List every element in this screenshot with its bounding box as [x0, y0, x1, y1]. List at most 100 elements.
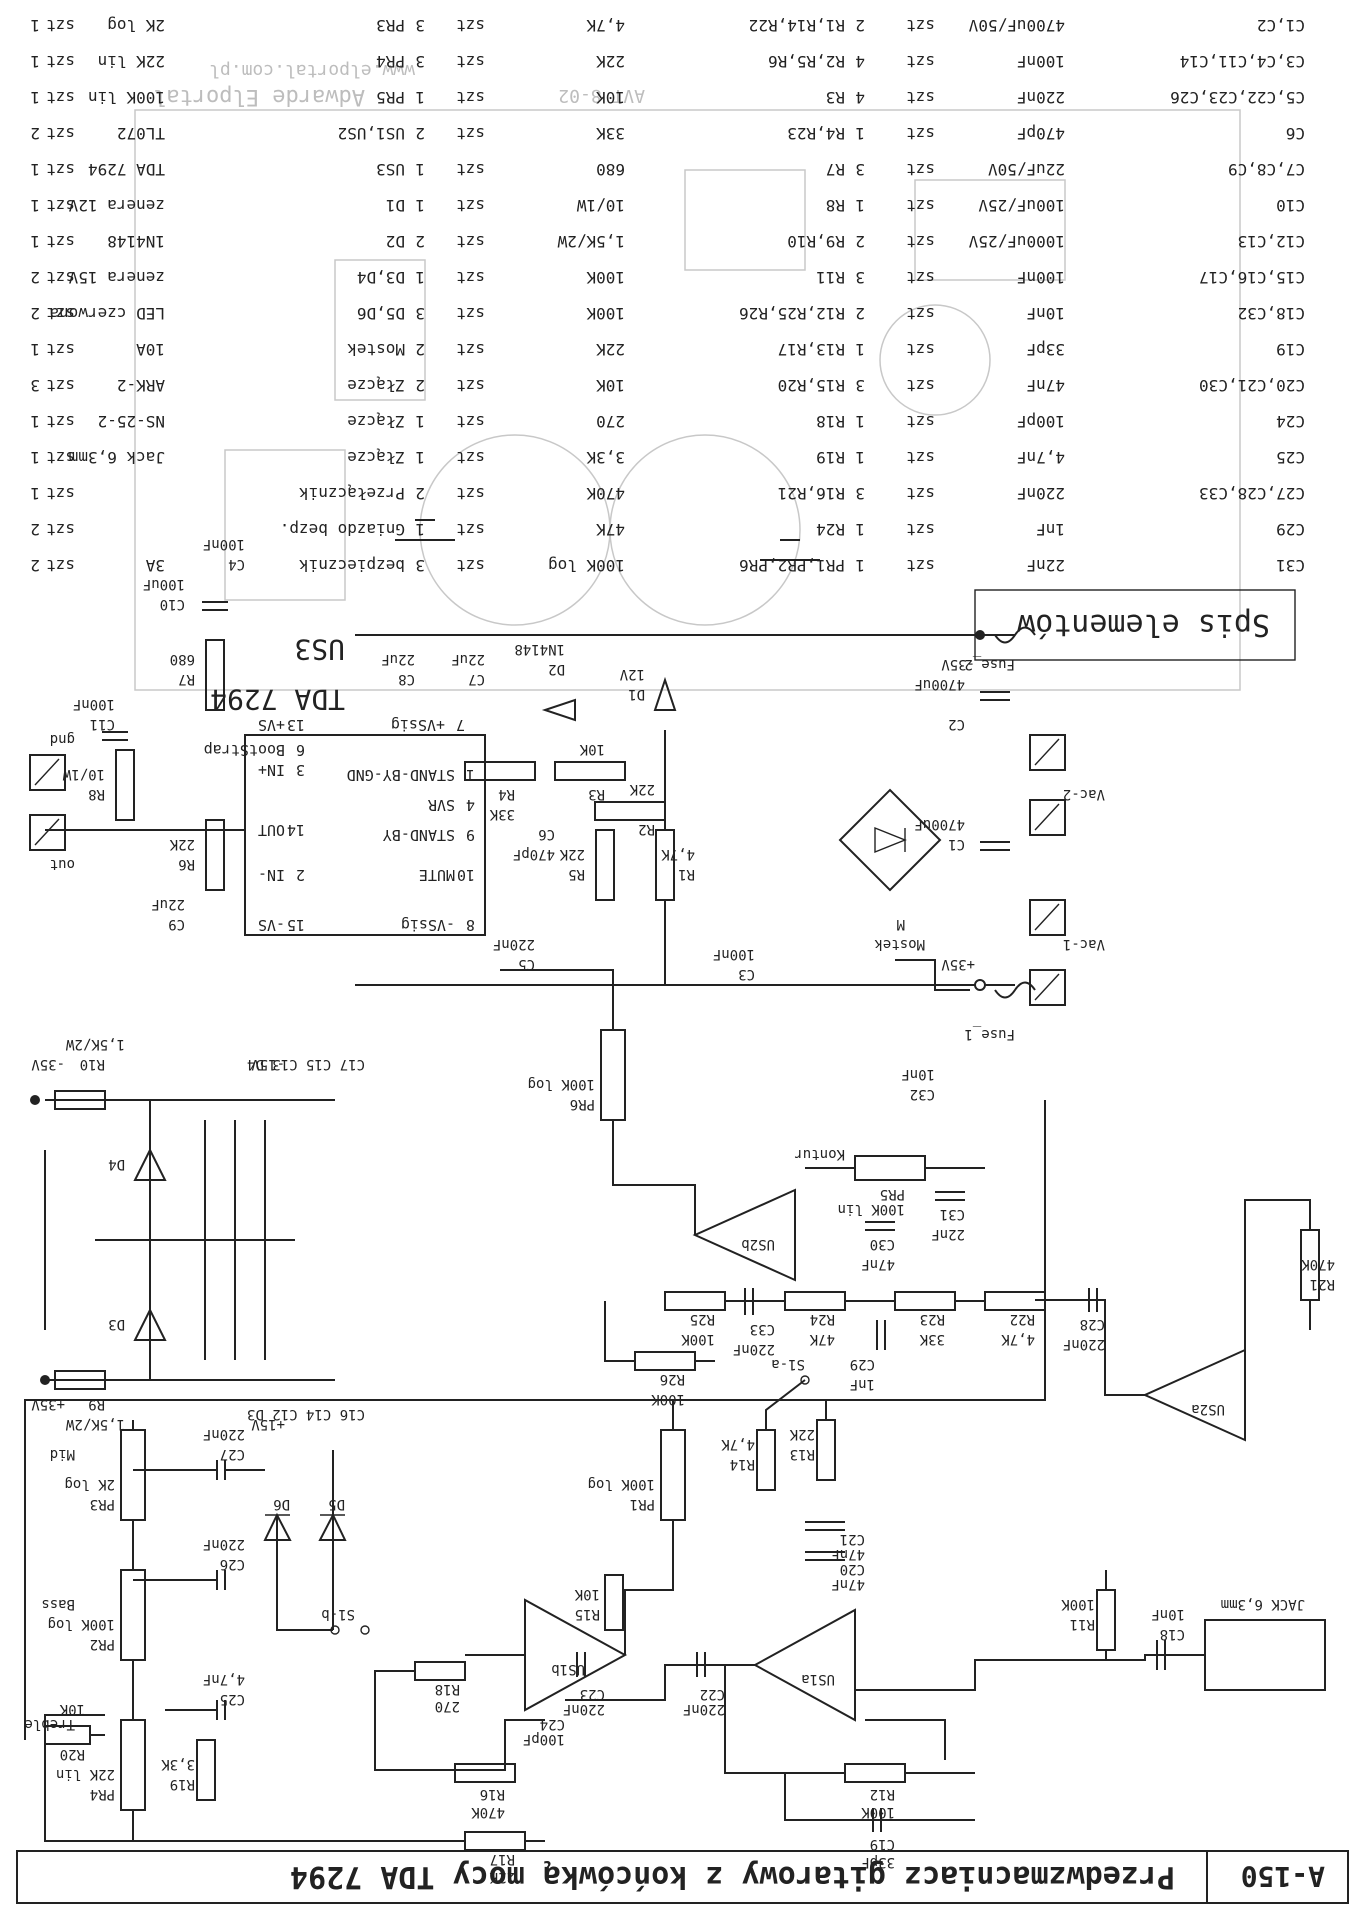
part-ref: Złącze [347, 412, 405, 431]
amp-label-c11v: 100nF [73, 696, 115, 712]
resistor-r11 [1096, 1589, 1116, 1651]
preamp-label-pr3: PR3 [90, 1496, 115, 1512]
preamp-label-r9v: 1,5K/2W [65, 1416, 125, 1432]
preamp-label-c18v: 10nF [1151, 1606, 1185, 1622]
part-ref: C5,C22,C23,C26 [1170, 88, 1305, 107]
amp-label-c4: C4 [228, 556, 245, 572]
part-qty: 2 [30, 124, 40, 143]
part-qty: 1 [415, 160, 425, 179]
preamp-label-r25: R25 [690, 1311, 715, 1327]
preamp-label-r11: R11 [1070, 1616, 1095, 1632]
part-ref: PR3 [376, 16, 405, 35]
part-unit: szt [456, 448, 485, 467]
part-ref: R9,R10 [787, 232, 845, 251]
amp-label-gnd: gnd [50, 731, 75, 747]
part-value: 22K lin [98, 52, 165, 71]
amp-label-c8v: 22uF [381, 651, 415, 667]
part-ref: C7,C8,C9 [1228, 160, 1305, 179]
preamp-label-s1a: S1-a [771, 1356, 805, 1372]
resistor-r15 [604, 1574, 624, 1631]
amp-label-r2v: 22K [629, 781, 655, 797]
part-value: 100nF [1017, 52, 1065, 71]
preamp-label-r16: R16 [480, 1786, 505, 1802]
amp-label-c9: C9 [168, 916, 185, 932]
part-qty: 2 [415, 484, 425, 503]
part-ref: R19 [816, 448, 845, 467]
amp-label-r7: R7 [178, 671, 195, 687]
resistor-r19 [196, 1739, 216, 1801]
preamp-label-c23v: 220nF [563, 1701, 605, 1717]
part-unit: szt [46, 88, 75, 107]
part-unit: szt [456, 268, 485, 287]
part-qty: 1 [415, 268, 425, 287]
part-ref: PR1,PR2,PR6 [739, 556, 845, 575]
amp-label-c10: C10 [160, 596, 185, 612]
part-value: 47nF [1026, 376, 1065, 395]
pin-name: +VSsig [391, 716, 445, 734]
amp-label-vac1: Vac-1 [1063, 936, 1105, 952]
part-unit: szt [906, 376, 935, 395]
preamp-label-r12: R12 [870, 1786, 895, 1802]
resistor-r5 [595, 829, 615, 901]
opamp-us2a [1142, 1348, 1246, 1442]
part-ref: C20,C21,C30 [1199, 376, 1305, 395]
part-qty: 1 [30, 88, 40, 107]
pin-name: -VSsig [401, 916, 455, 934]
parts-list: Spis elementów C1,C24700uF/50Vszt2C3,C4,… [30, 16, 1305, 661]
part-qty: 2 [30, 304, 40, 323]
chip-name: TDA 7294 [210, 683, 345, 716]
amp-label-mostek: Mostek [874, 936, 925, 952]
part-qty: 1 [855, 448, 865, 467]
preamp-label-pr5v: 100K lin [838, 1201, 905, 1217]
pin-name: OUT [258, 821, 285, 839]
part-qty: 2 [415, 124, 425, 143]
preamp-label-c28v: 220nF [1063, 1336, 1105, 1352]
pin-name: +VS [258, 716, 285, 734]
part-value: 22nF [1026, 556, 1065, 575]
preamp-label-r22v: 4,7K [1001, 1331, 1035, 1347]
preamp-label-c30v: 47nF [861, 1256, 895, 1272]
amp-label-c2v: 4700uF [914, 676, 965, 692]
part-ref: C27,C28,C33 [1199, 484, 1305, 503]
resistor-r25 [664, 1291, 726, 1311]
preamp-label-c19v: 33pF [861, 1854, 895, 1870]
part-qty: 2 [30, 556, 40, 575]
part-unit: szt [46, 412, 75, 431]
preamp-label-c27v: 220nF [203, 1426, 245, 1442]
part-unit: szt [906, 268, 935, 287]
part-value: 10/1W [576, 196, 625, 215]
part-value: zenera 15V [68, 268, 165, 287]
part-ref: R3 [826, 88, 845, 107]
preamp-label-pr2v: 100K log [48, 1616, 115, 1632]
part-ref: C12,C13 [1238, 232, 1305, 251]
preamp-label-r19: R19 [170, 1776, 195, 1792]
part-qty: 3 [855, 484, 865, 503]
pin-number: 3 [296, 761, 305, 779]
preamp-label-r10v: 1,5K/2W [65, 1036, 125, 1052]
preamp-label-c28: C28 [1080, 1316, 1105, 1332]
part-ref: R1,R14,R22 [749, 16, 845, 35]
preamp-label-s1b: S1-b [321, 1606, 355, 1622]
part-qty: 2 [30, 520, 40, 539]
preamp-label-us1a: US1a [801, 1671, 835, 1687]
amp-label-c6v: 470pF [513, 846, 555, 862]
part-qty: 1 [855, 340, 865, 359]
resistor-r3 [554, 761, 626, 781]
preamp-label-r12v: 100K [861, 1804, 895, 1820]
ghost-pcb-layer: www.elportal.com.pl Adwarde Elportal AVT… [134, 60, 1241, 691]
preamp-label-c20: C20 [840, 1561, 865, 1577]
part-value: 470K [586, 484, 625, 503]
part-value: 680 [596, 160, 625, 179]
preamp-label-m15: -15V [251, 1056, 285, 1072]
part-qty: 1 [30, 232, 40, 251]
preamp-label-r23: R23 [920, 1311, 945, 1327]
pot-pr3 [120, 1429, 146, 1521]
preamp-label-c30: C30 [870, 1236, 895, 1252]
part-ref: C18,C32 [1238, 304, 1305, 323]
preamp-label-p35: +35V [31, 1396, 65, 1412]
preamp-label-c23: C23 [580, 1686, 605, 1702]
part-value: 4,7nF [1017, 448, 1065, 467]
part-unit: szt [46, 232, 75, 251]
amp-label-vac2: Vac-2 [1063, 786, 1105, 802]
